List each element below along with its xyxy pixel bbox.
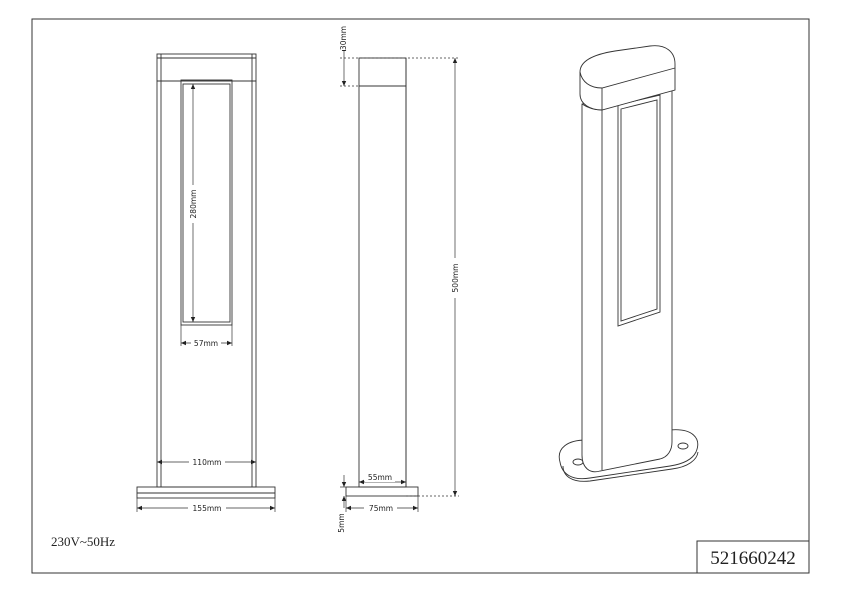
side-head xyxy=(358,57,407,87)
dim-base-height: 5mm xyxy=(337,513,346,532)
side-body xyxy=(358,85,407,488)
front-dimensions xyxy=(136,84,276,512)
front-window xyxy=(180,79,233,326)
side-dimensions xyxy=(340,46,459,512)
dim-total-height: 500mm xyxy=(451,264,460,293)
dim-head-height: 30mm xyxy=(339,26,348,50)
perspective-head xyxy=(579,45,676,111)
article-number: 521660242 xyxy=(710,548,796,569)
drawing-frame xyxy=(31,18,810,574)
perspective-window xyxy=(617,94,661,327)
dim-body-width: 110mm xyxy=(193,458,222,467)
perspective-view xyxy=(558,45,699,482)
front-base xyxy=(136,486,276,499)
base-hole xyxy=(572,458,584,466)
base-hole xyxy=(677,442,689,450)
dim-body-depth: 55mm xyxy=(368,473,392,482)
dim-window-height: 280mm xyxy=(189,190,198,219)
dim-base-depth: 75mm xyxy=(369,504,393,513)
side-base xyxy=(345,486,419,497)
article-number-box xyxy=(696,540,810,574)
voltage-note: 230V~50Hz xyxy=(51,534,115,549)
dim-window-width: 57mm xyxy=(194,339,218,348)
front-body xyxy=(156,80,257,488)
side-view xyxy=(345,57,419,497)
front-view xyxy=(136,53,276,499)
dim-base-width: 155mm xyxy=(193,504,222,513)
